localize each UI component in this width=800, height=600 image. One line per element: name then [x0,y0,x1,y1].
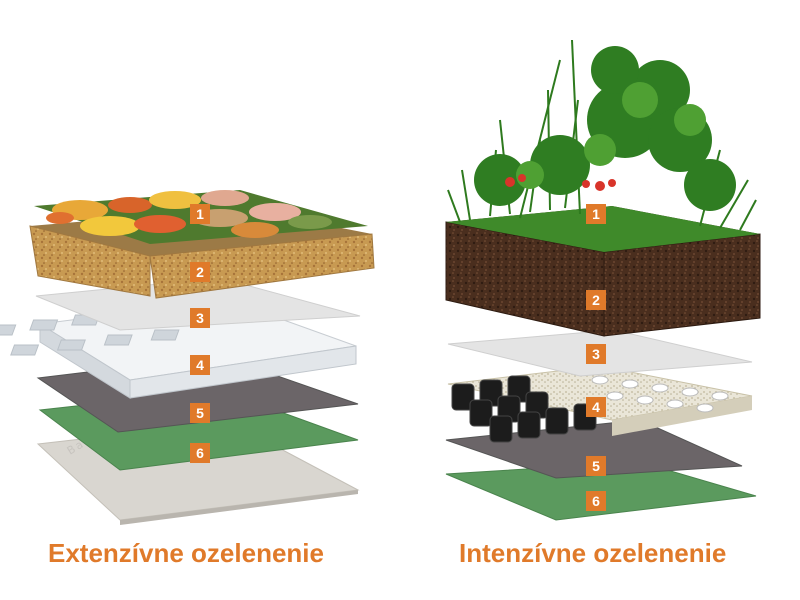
right-badge-5-label: 5 [592,458,600,474]
intensive-roof-stack [445,39,761,521]
right-badge-1-label: 1 [592,206,600,222]
right-grass-cover [446,39,760,252]
extensive-roof-stack: BauderPLANT E [0,190,375,525]
left-badge-1: 1 [190,204,210,224]
extensive-caption: Extenzívne ozelenenie [48,538,324,568]
right-badge-6-label: 6 [592,493,600,509]
left-badge-5-label: 5 [196,405,204,421]
right-badge-4-label: 4 [592,399,600,415]
right-badge-3: 3 [586,344,606,364]
left-badge-2: 2 [190,262,210,282]
right-badge-6: 6 [586,491,606,511]
left-badge-4-label: 4 [196,357,204,373]
right-badge-4: 4 [586,397,606,417]
left-badge-3: 3 [190,308,210,328]
right-badge-1: 1 [586,204,606,224]
left-badge-2-label: 2 [196,264,204,280]
left-badge-3-label: 3 [196,310,204,326]
left-badge-4: 4 [190,355,210,375]
left-badge-5: 5 [190,403,210,423]
left-badge-6-label: 6 [196,445,204,461]
right-layer-4-drainage [447,365,753,443]
intensive-caption: Intenzívne ozelenenie [459,538,727,568]
left-layer-badges: 1 2 3 4 5 6 [190,204,210,463]
right-badge-2: 2 [586,290,606,310]
right-badge-5: 5 [586,456,606,476]
right-badge-3-label: 3 [592,346,600,362]
left-badge-1-label: 1 [196,206,204,222]
right-badge-2-label: 2 [592,292,600,308]
right-layer-badges: 1 2 3 4 5 6 [586,204,606,511]
left-badge-6: 6 [190,443,210,463]
